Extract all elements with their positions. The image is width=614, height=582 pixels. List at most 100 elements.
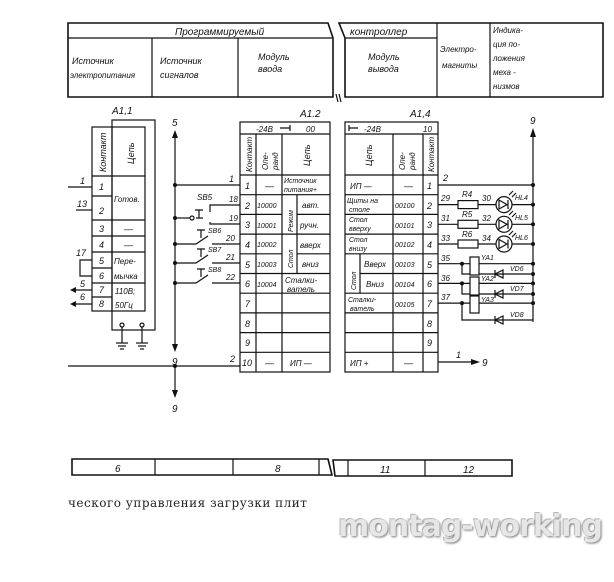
coil-label: YA1 bbox=[481, 255, 494, 262]
a12-col-contact: Контакт bbox=[245, 137, 254, 172]
wire-label: 19 bbox=[229, 214, 238, 223]
a12-circuit: Источник bbox=[284, 178, 317, 185]
a14-circuit: вверху bbox=[349, 226, 371, 233]
header-col-signals: Источник bbox=[160, 56, 203, 66]
a12-operand: — bbox=[264, 181, 275, 191]
a14-operand: 00100 bbox=[395, 203, 415, 210]
header-col-signals-2: сигналов bbox=[160, 70, 199, 80]
a11-circuit-jumper-2: мычка bbox=[114, 272, 138, 281]
switch-label: SB7 bbox=[208, 247, 222, 254]
a14-contact: 4 bbox=[427, 240, 432, 250]
a14-contact: 9 bbox=[427, 338, 432, 348]
a11-circuit-jumper: Пере- bbox=[114, 257, 136, 266]
a12-col-operand: Опе- bbox=[261, 152, 270, 170]
a12-contact: 3 bbox=[245, 220, 250, 230]
switch-label: SB8 bbox=[208, 267, 221, 274]
led-icon bbox=[495, 210, 517, 233]
a14-circuit: столе bbox=[349, 207, 370, 214]
a14-col-contact: Контакт bbox=[427, 137, 436, 172]
a11-contact: 4 bbox=[99, 240, 104, 250]
wire-label: 33 bbox=[441, 234, 450, 243]
wire-label: 35 bbox=[441, 254, 450, 263]
diode-label: VD7 bbox=[510, 286, 525, 293]
a14-operand: 00104 bbox=[395, 282, 415, 289]
wire-label: 32 bbox=[482, 214, 491, 223]
coil-icon bbox=[469, 256, 480, 276]
a11-circuit-power-2: 50Гц bbox=[115, 301, 133, 310]
a14-circuit: Вниз bbox=[366, 280, 384, 289]
pushbutton-icon bbox=[195, 209, 203, 219]
a14-circuit: Вверх bbox=[364, 260, 387, 269]
a11-contact: 2 bbox=[98, 206, 104, 216]
a14-address: 10 bbox=[423, 125, 432, 134]
solenoid-row-ya3: 37 YA3 VD8 bbox=[438, 293, 535, 325]
a12-contact: 8 bbox=[245, 319, 250, 329]
header-col-power-2: электропитания bbox=[70, 71, 136, 80]
a14-circuit-table: Стол bbox=[351, 271, 358, 290]
ground-icon bbox=[136, 322, 148, 350]
output-circuit: 9 2 29 R4 30 HL4 31 R5 32 HL5 bbox=[438, 116, 536, 369]
a14-circuit: ватель bbox=[350, 306, 375, 313]
a11-wire-label: 13 bbox=[77, 199, 87, 209]
module-a12: A1.2 -24В 00 Контакт Опе- ранд Цепь 1 2 … bbox=[239, 109, 331, 373]
a11-wire-label: 17 bbox=[76, 248, 87, 258]
a12-contact: 4 bbox=[245, 240, 250, 250]
arrow-up-icon bbox=[172, 130, 178, 138]
pushbutton-icon bbox=[175, 248, 240, 264]
a14-circuit: ИП + bbox=[350, 359, 369, 368]
a14-col-circuit: Цепь bbox=[364, 144, 374, 166]
a12-operand: 10000 bbox=[257, 203, 277, 210]
a14-operands: — 00100 00101 00102 00103 00104 00105 — bbox=[395, 181, 415, 368]
a12-contact: 2 bbox=[244, 201, 250, 211]
resistor-icon bbox=[457, 239, 479, 249]
a12-circuit: вниз bbox=[302, 260, 319, 269]
header-col-output: Модуль bbox=[368, 52, 400, 62]
header-col-magnets-2: магниты bbox=[442, 61, 477, 70]
a11-wire-label: 1 bbox=[80, 176, 85, 186]
led-label: HL5 bbox=[515, 215, 528, 222]
a11-circuit-4: — bbox=[123, 240, 134, 250]
bus-label-top: 5 bbox=[172, 118, 178, 129]
wire-label: 31 bbox=[441, 214, 450, 223]
a14-col-operand: Опе- bbox=[398, 152, 407, 170]
a14-operand: 00102 bbox=[395, 242, 415, 249]
led-icon bbox=[495, 190, 517, 214]
wire-label: 37 bbox=[441, 293, 450, 302]
arrow-down-icon bbox=[172, 390, 178, 398]
a14-circuit: Стол bbox=[349, 217, 368, 224]
a14-contact: 5 bbox=[427, 260, 433, 270]
a11-contact: 6 bbox=[99, 271, 104, 281]
a11-label: A1,1 bbox=[111, 106, 133, 117]
resistor-label: R6 bbox=[462, 230, 473, 239]
arrow-up-icon bbox=[530, 128, 536, 137]
a14-contact: 8 bbox=[427, 319, 432, 329]
header-col-magnets: Электро- bbox=[440, 45, 477, 54]
a12-contact: 6 bbox=[245, 279, 250, 289]
header-col-input-2: ввода bbox=[258, 64, 282, 74]
a12-col-circuit: Цепь bbox=[302, 144, 312, 166]
diode-icon bbox=[493, 269, 504, 279]
wire-label: 1 bbox=[229, 174, 234, 184]
wire-label: 1 bbox=[456, 350, 461, 360]
led-label: HL6 bbox=[515, 235, 528, 242]
a12-label: A1.2 bbox=[299, 109, 321, 120]
wire-label: 22 bbox=[225, 273, 235, 282]
a12-contacts: 1 2 3 4 5 6 7 8 9 10 bbox=[242, 181, 252, 368]
signal-sources: 5 9 1 SB5 18 19 SB6 20 SB7 21 SB8 22 2 9 bbox=[68, 118, 240, 415]
diode-label: VD8 bbox=[510, 312, 524, 319]
led-row-hl4: 29 R4 30 HL4 bbox=[438, 190, 535, 214]
a12-operand: 10002 bbox=[257, 242, 277, 249]
a12-circuit: ИП — bbox=[290, 359, 313, 368]
a12-operand: — bbox=[264, 358, 275, 368]
switch-label: SB5 bbox=[197, 193, 213, 202]
wire-label: 2 bbox=[442, 173, 448, 183]
led-icon bbox=[495, 230, 517, 253]
a11-wire-label: 6 bbox=[80, 292, 85, 302]
a11-col-circuit: Цепь bbox=[126, 142, 136, 164]
a11-contact: 8 bbox=[99, 299, 104, 309]
coil-label: YA2 bbox=[481, 276, 494, 283]
led-label: HL4 bbox=[515, 195, 528, 202]
led-row-hl5: 31 R5 32 HL5 bbox=[438, 210, 535, 233]
led-row-hl6: 33 R6 34 HL6 bbox=[438, 230, 535, 253]
